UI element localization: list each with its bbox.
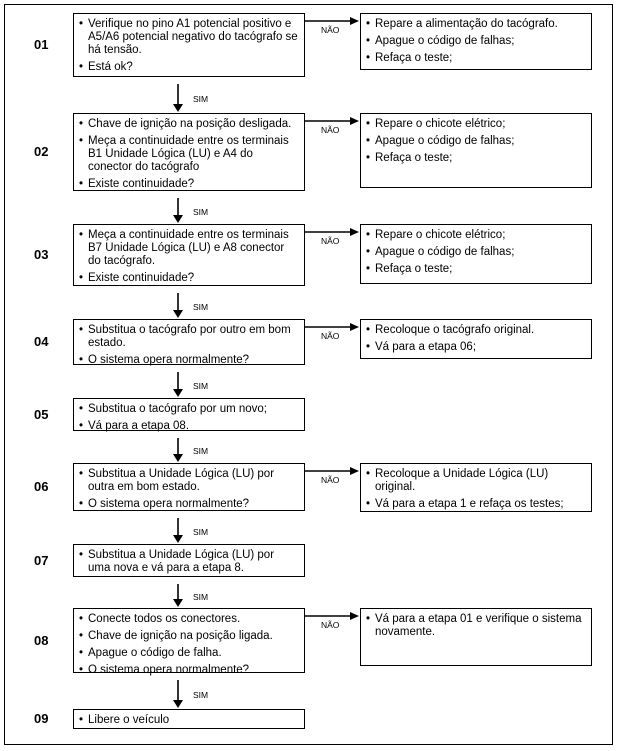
corrective-action-box: Recoloque o tacógrafo original. Vá para a…	[360, 319, 592, 359]
action-item: Vá para a etapa 08.	[79, 420, 298, 433]
action-item: Substitua a Unidade Lógica (LU) por outr…	[79, 468, 298, 494]
no-arrow-head	[350, 612, 359, 620]
step-action-box: Substitua a Unidade Lógica (LU) por uma …	[73, 544, 305, 577]
yes-arrow-head	[173, 700, 183, 708]
action-item: Meça a continuidade entre os terminais B…	[79, 229, 298, 268]
corrective-item: Apague o código de falhas;	[366, 135, 585, 148]
step-number: 01	[34, 37, 49, 52]
yes-arrow-head	[173, 215, 183, 223]
corrective-item: Apague o código de falhas;	[366, 35, 585, 48]
step-number: 08	[34, 632, 49, 648]
step-action-box: Substitua a Unidade Lógica (LU) por outr…	[73, 463, 305, 511]
step-action-box: Conecte todos os conectores. Chave de ign…	[73, 608, 305, 677]
yes-label: SIM	[193, 591, 209, 602]
corrective-item: Recoloque o tacógrafo original.	[366, 324, 585, 337]
corrective-item: Repare o chicote elétrico;	[366, 229, 585, 242]
yes-arrow-head	[173, 599, 183, 607]
corrective-item: Vá para a etapa 01 e verifique o sistema…	[366, 613, 585, 639]
no-arrow-head	[350, 17, 359, 25]
corrective-item: Repare a alimentação do tacógrafo.	[366, 18, 585, 31]
no-label: NÃO	[321, 25, 340, 35]
step-number: 06	[34, 479, 49, 494]
corrective-action-box: Repare a alimentação do tacógrafo. Apague…	[360, 13, 592, 70]
action-item: O sistema opera normalmente?	[79, 664, 298, 677]
action-item: Substitua a Unidade Lógica (LU) por uma …	[79, 549, 298, 575]
step-number: 05	[34, 406, 49, 422]
no-arrow-head	[350, 467, 359, 475]
no-label: NÃO	[321, 125, 340, 135]
no-arrow-head	[350, 323, 359, 331]
corrective-item: Repare o chicote elétrico;	[366, 118, 585, 131]
no-arrow-head	[350, 228, 359, 236]
action-item: O sistema opera normalmente?	[79, 354, 298, 367]
yes-label: SIM	[193, 526, 209, 537]
step-action-box: Substitua o tacógrafo por outro em bom e…	[73, 319, 305, 367]
action-item: Está ok?	[79, 61, 298, 74]
step-action-box: Meça a continuidade entre os terminais B…	[73, 224, 305, 286]
action-item: Chave de ignição na posição desligada.	[79, 118, 298, 131]
step-number: 03	[34, 247, 49, 262]
corrective-item: Refaça o teste;	[366, 152, 585, 165]
corrective-action-box: Recoloque a Unidade Lógica (LU) original…	[360, 463, 592, 512]
corrective-action-box: Vá para a etapa 01 e verifique o sistema…	[360, 608, 592, 666]
no-label: NÃO	[321, 331, 340, 341]
corrective-item: Refaça o teste;	[366, 52, 585, 65]
step-number: 07	[34, 552, 49, 568]
step-number: 02	[34, 144, 49, 159]
action-item: O sistema opera normalmente?	[79, 498, 298, 511]
action-item: Meça a continuidade entre os terminais B…	[79, 135, 298, 174]
corrective-item: Refaça o teste;	[366, 263, 585, 276]
yes-label: SIM	[193, 446, 209, 456]
yes-label: SIM	[193, 380, 209, 391]
no-label: NÃO	[321, 475, 340, 485]
corrective-item: Vá para a etapa 06;	[366, 341, 585, 354]
no-label: NÃO	[321, 236, 340, 246]
step-number: 09	[34, 711, 49, 726]
action-item: Apague o código de falha.	[79, 647, 298, 660]
yes-arrow-head	[173, 454, 183, 462]
action-item: Existe continuidade?	[79, 272, 298, 285]
corrective-item: Apague o código de falhas;	[366, 246, 585, 259]
yes-arrow-head	[173, 310, 183, 318]
yes-label: SIM	[193, 690, 209, 700]
step-action-box: Libere o veículo	[73, 709, 305, 729]
yes-label: SIM	[193, 301, 209, 312]
corrective-action-box: Repare o chicote elétrico; Apague o códig…	[360, 113, 592, 188]
diagram-frame	[4, 4, 613, 745]
no-arrow-head	[350, 117, 359, 125]
step-number: 04	[34, 334, 49, 349]
corrective-item: Recoloque a Unidade Lógica (LU) original…	[366, 468, 585, 494]
action-item: Chave de ignição na posição ligada.	[79, 630, 298, 643]
action-item: Conecte todos os conectores.	[79, 613, 298, 626]
yes-label: SIM	[193, 94, 209, 104]
action-item: Substitua o tacógrafo por outro em bom e…	[79, 324, 298, 350]
action-item: Substitua o tacógrafo por um novo;	[79, 403, 298, 416]
action-item: Existe continuidade?	[79, 178, 298, 191]
corrective-item: Vá para a etapa 1 e refaça os testes;	[366, 498, 585, 511]
step-action-box: Chave de ignição na posição desligada. Me…	[73, 113, 305, 191]
yes-label: SIM	[193, 206, 209, 217]
action-item: Verifique no pino A1 potencial positivo …	[79, 18, 298, 57]
no-label: NÃO	[321, 620, 340, 630]
step-action-box: Verifique no pino A1 potencial positivo …	[73, 13, 305, 77]
corrective-action-box: Repare o chicote elétrico; Apague o códig…	[360, 224, 592, 284]
action-item: Libere o veículo	[79, 714, 298, 727]
yes-arrow-head	[173, 389, 183, 397]
yes-arrow-head	[173, 535, 183, 543]
step-action-box: Substitua o tacógrafo por um novo; Vá par…	[73, 398, 305, 433]
yes-arrow-head	[173, 104, 183, 112]
